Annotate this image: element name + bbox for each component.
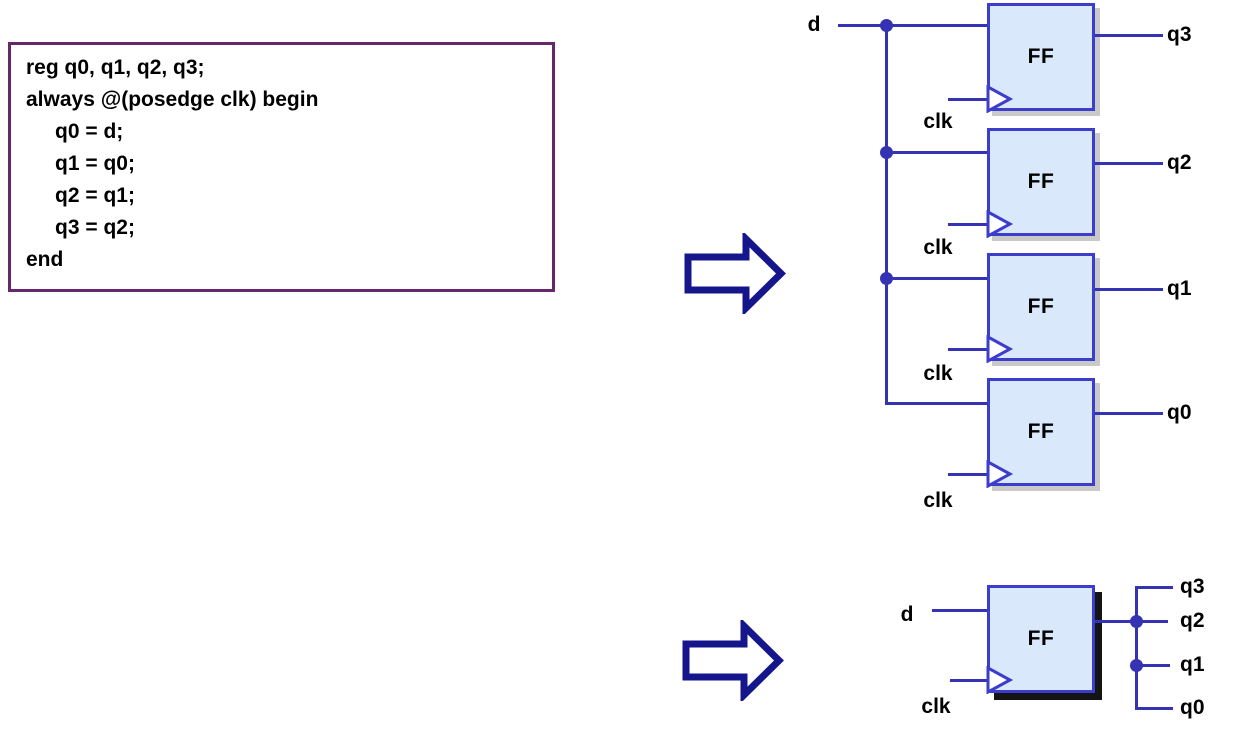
branch-wire bbox=[888, 151, 987, 154]
junction-dot bbox=[880, 19, 893, 32]
flipflop-label: FF bbox=[1027, 45, 1055, 68]
clock-stub-wire bbox=[948, 473, 988, 476]
fanout-bus-wire bbox=[1135, 586, 1138, 710]
code-line: reg q0, q1, q2, q3; bbox=[26, 56, 205, 79]
clock-stub-wire bbox=[948, 98, 988, 101]
flipflop-label: FF bbox=[1027, 420, 1055, 443]
branch-wire bbox=[888, 402, 987, 405]
output-label: q0 bbox=[1167, 401, 1192, 424]
clk-label: clk bbox=[923, 110, 953, 133]
flipflop-box: FF bbox=[987, 128, 1095, 236]
output-label: q3 bbox=[1167, 23, 1192, 46]
junction-dot bbox=[1130, 659, 1143, 672]
branch-wire bbox=[1135, 707, 1173, 710]
output-wire bbox=[1095, 288, 1163, 291]
output-label: q2 bbox=[1180, 609, 1205, 632]
d-input-label: d bbox=[807, 13, 821, 36]
junction-dot bbox=[880, 272, 893, 285]
output-label: q0 bbox=[1180, 696, 1205, 719]
clock-edge-triangle-icon bbox=[986, 666, 1014, 694]
branch-wire bbox=[1138, 620, 1168, 623]
flipflop-box: FF bbox=[987, 585, 1095, 693]
clock-stub-wire bbox=[950, 679, 988, 682]
clk-label: clk bbox=[923, 362, 953, 385]
clock-edge-triangle-icon bbox=[986, 335, 1014, 363]
code-line: always @(posedge clk) begin bbox=[26, 88, 319, 111]
output-label: q2 bbox=[1167, 151, 1192, 174]
clk-label: clk bbox=[923, 489, 953, 512]
flipflop-label: FF bbox=[1027, 627, 1055, 650]
output-label: q1 bbox=[1167, 277, 1192, 300]
branch-wire bbox=[1138, 664, 1170, 667]
junction-dot bbox=[880, 146, 893, 159]
right-arrow-icon bbox=[684, 233, 786, 314]
output-wire bbox=[1095, 412, 1163, 415]
clock-edge-triangle-icon bbox=[986, 210, 1014, 238]
clock-edge-triangle-icon bbox=[986, 460, 1014, 488]
flipflop-box: FF bbox=[987, 253, 1095, 361]
d-input-label: d bbox=[900, 603, 914, 626]
output-label: q1 bbox=[1180, 653, 1205, 676]
output-wire bbox=[1095, 162, 1163, 165]
clock-stub-wire bbox=[948, 223, 988, 226]
output-label: q3 bbox=[1180, 575, 1205, 598]
clock-stub-wire bbox=[948, 348, 988, 351]
d-input-wire bbox=[932, 609, 987, 612]
code-line: q2 = q1; bbox=[55, 184, 135, 207]
right-arrow-icon bbox=[682, 620, 784, 701]
flipflop-box: FF bbox=[987, 378, 1095, 486]
verilog-code-box: reg q0, q1, q2, q3; always @(posedge clk… bbox=[8, 42, 555, 292]
clock-edge-triangle-icon bbox=[986, 85, 1014, 113]
code-line: end bbox=[26, 248, 64, 271]
branch-wire bbox=[888, 277, 987, 280]
d-input-wire bbox=[838, 24, 987, 27]
junction-dot bbox=[1130, 615, 1143, 628]
clk-label: clk bbox=[923, 236, 953, 259]
code-line: q0 = d; bbox=[55, 120, 124, 143]
code-line: q1 = q0; bbox=[55, 152, 135, 175]
flipflop-label: FF bbox=[1027, 170, 1055, 193]
clk-label: clk bbox=[921, 695, 951, 718]
code-line: q3 = q2; bbox=[55, 216, 135, 239]
branch-wire bbox=[1135, 586, 1173, 589]
flipflop-box: FF bbox=[987, 3, 1095, 111]
fanout-bus-wire bbox=[885, 24, 888, 405]
flipflop-label: FF bbox=[1027, 295, 1055, 318]
output-wire bbox=[1095, 620, 1136, 623]
output-wire bbox=[1095, 34, 1163, 37]
